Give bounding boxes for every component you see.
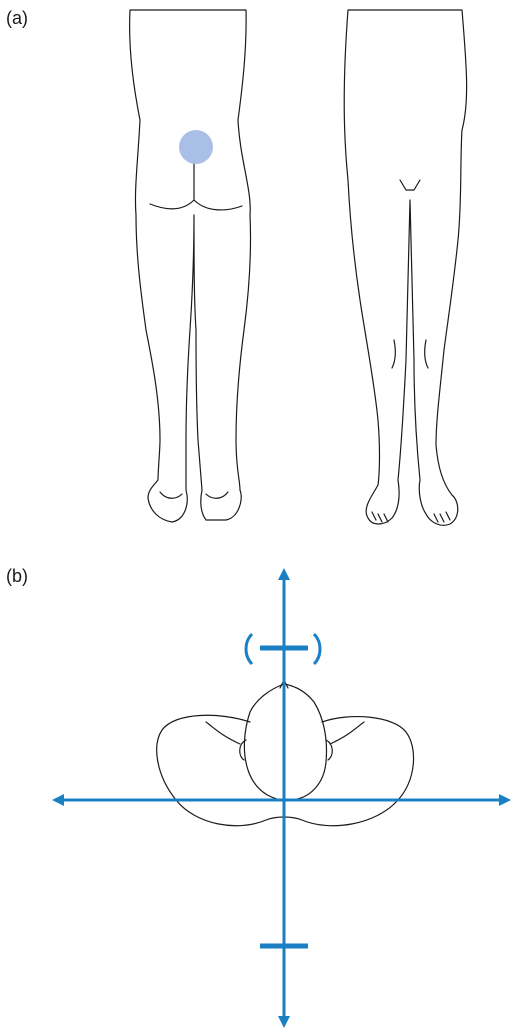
arrowhead-left xyxy=(52,794,64,806)
front-view-figure xyxy=(344,10,466,525)
arm-line-left xyxy=(206,722,240,744)
gluteal-crease-right xyxy=(194,200,242,210)
arm-line-right xyxy=(330,722,364,744)
toes-right xyxy=(434,512,450,522)
back-view-outline xyxy=(130,10,251,522)
heel-line-left xyxy=(160,492,182,498)
arrowhead-up xyxy=(278,568,290,580)
marker-dot xyxy=(179,130,213,164)
arrowhead-down xyxy=(278,1016,290,1028)
toes-left xyxy=(372,512,388,522)
upper-tick-paren-left xyxy=(246,634,252,664)
groin-line xyxy=(400,180,420,190)
back-view-figure xyxy=(130,10,251,522)
arrowhead-right xyxy=(499,794,511,806)
gluteal-crease-left xyxy=(150,200,194,209)
knee-line-left xyxy=(392,340,395,368)
heel-line-right xyxy=(206,492,228,498)
axes xyxy=(52,568,511,1028)
knee-line-right xyxy=(425,340,428,368)
front-view-outline xyxy=(344,10,466,525)
upper-tick-paren-right xyxy=(314,634,320,664)
